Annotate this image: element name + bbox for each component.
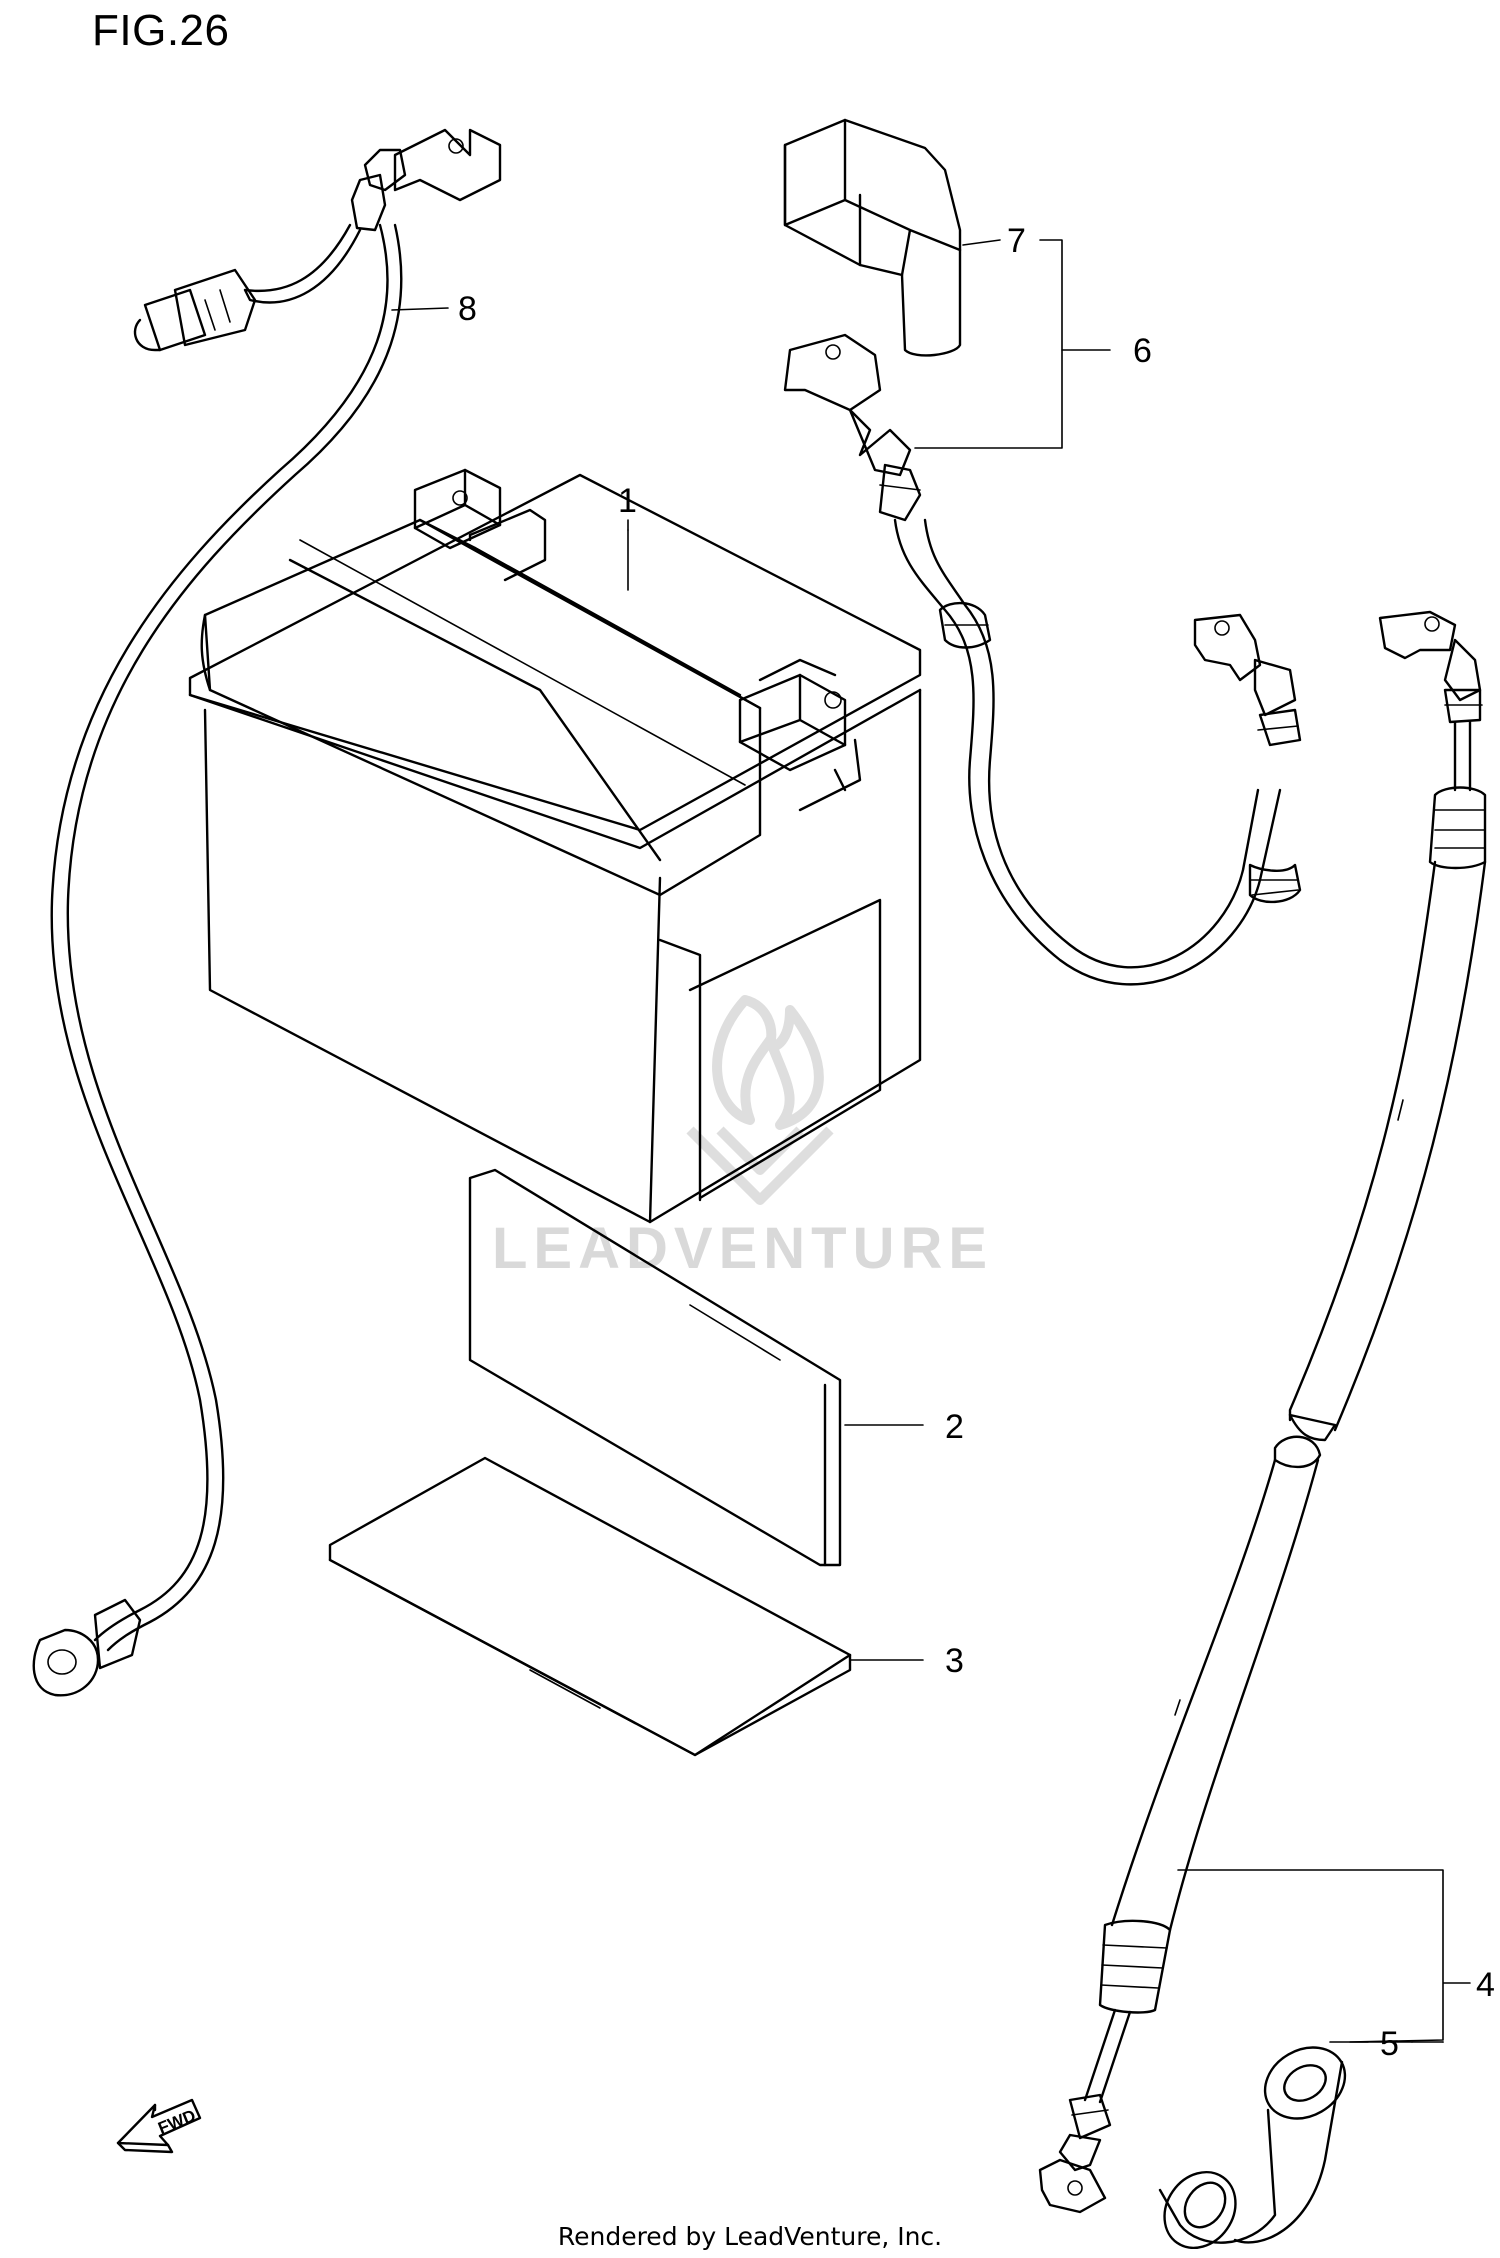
fwd-label: FWD [155,2106,198,2138]
callout-8: 8 [458,290,477,328]
negative-cable[interactable] [32,128,502,1697]
watermark: LEADVENTURE [492,995,993,1281]
callout-7: 7 [1007,222,1026,260]
watermark-text: LEADVENTURE [492,1216,993,1281]
battery[interactable] [188,468,922,1224]
callout-6: 6 [1133,332,1152,370]
starter-cable[interactable] [1038,610,1487,2258]
forward-direction-arrow: FWD [116,2098,202,2154]
footer-credit: Rendered by LeadVenture, Inc. [557,2222,943,2251]
callout-1: 1 [618,482,637,520]
leader-lines [391,239,1471,2043]
watermark-logo [686,995,834,1205]
callout-4: 4 [1476,1966,1495,2004]
callout-3: 3 [945,1642,964,1680]
battery-pad-horizontal[interactable] [328,1456,852,1757]
positive-cable-assembly[interactable] [783,118,1302,986]
callout-2: 2 [945,1408,964,1446]
callout-5: 5 [1380,2025,1399,2063]
terminal-cap[interactable] [783,118,962,357]
terminal-boot[interactable] [1150,2033,1358,2258]
figure-title: FIG.26 [92,6,230,55]
battery-pad-vertical[interactable] [468,1168,842,1567]
